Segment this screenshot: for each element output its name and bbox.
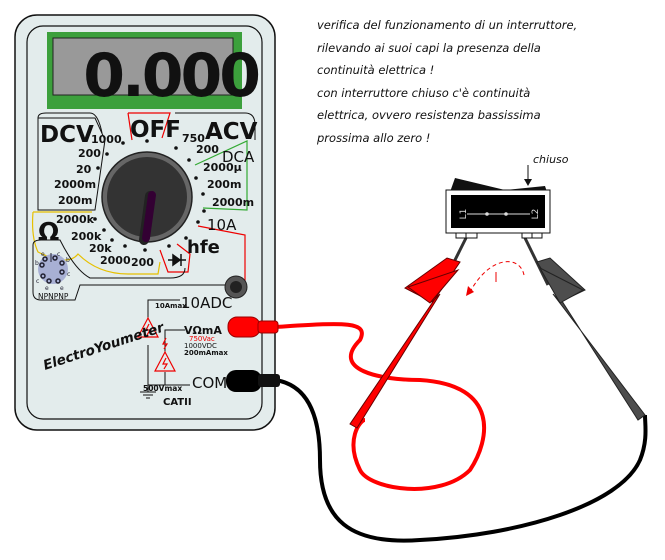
- pin-label: c: [36, 278, 39, 285]
- range-dcv-200m: 200m: [58, 194, 92, 207]
- lcd-screen: [52, 37, 234, 96]
- pin-label: e: [60, 285, 64, 292]
- range-dcv-2000m: 2000m: [54, 178, 96, 191]
- pin-label: b: [66, 257, 70, 264]
- pin-label: b: [35, 260, 39, 267]
- label-750vac: 750Vac: [189, 335, 215, 343]
- range-dcv-200: 200: [78, 147, 101, 160]
- rotary-selector-knob[interactable]: [101, 151, 193, 245]
- black-test-lead[interactable]: [226, 237, 648, 543]
- range-acv-750: 750: [182, 132, 205, 145]
- range-dcv-1000: 1000: [91, 133, 122, 146]
- label-catii: CATII: [163, 397, 192, 408]
- transistor-socket[interactable]: e b c b c e c e NPNPNP: [35, 251, 70, 301]
- label-1000vdc: 1000VDC: [184, 342, 217, 350]
- label-ohm: Ω: [38, 217, 59, 246]
- switch-state-label: chiuso: [533, 153, 569, 166]
- toggle-switch[interactable]: L1 L2: [445, 178, 551, 239]
- pin-label: c: [67, 271, 70, 278]
- range-dca-2000u: 2000µ: [203, 161, 242, 174]
- label-vohm-ma: VΩmA: [184, 324, 222, 337]
- label-com: COM: [192, 374, 227, 392]
- note-line: verifica del funzionamento di un interru…: [317, 18, 578, 32]
- multimeter: 0.000 DCV OFF ACV DCA Ω hfe 10A 1000 200…: [14, 14, 276, 431]
- label-10a: 10A: [207, 216, 237, 234]
- range-ohm-200k: 200k: [71, 230, 102, 243]
- label-dcv: DCV: [40, 122, 94, 148]
- label-200mamax: 200mAmax: [184, 349, 228, 357]
- explanation-note: verifica del funzionamento di un interru…: [317, 14, 617, 149]
- note-line: rilevando ai suoi capi la presenza della: [317, 40, 541, 55]
- note-line: elettrica, ovvero resistenza bassissima: [317, 108, 541, 122]
- switch-rocker[interactable]: [450, 178, 547, 192]
- label-hfe: hfe: [187, 237, 220, 258]
- note-line: prossima allo zero !: [317, 130, 431, 145]
- range-dca-2000m: 2000m: [212, 196, 254, 209]
- range-ohm-200: 200: [131, 256, 154, 269]
- note-line: continuità elettrica !: [317, 63, 435, 77]
- label-dca: DCA: [222, 148, 255, 166]
- range-dcv-20: 20: [76, 163, 92, 176]
- black-probe[interactable]: [523, 237, 646, 421]
- socket-label: NPNPNP: [38, 292, 69, 301]
- warning-high-voltage-icon: [137, 316, 176, 372]
- label-500vmax: 500Vmax: [143, 384, 182, 393]
- red-test-lead[interactable]: [227, 237, 486, 491]
- pin-label: e: [41, 251, 45, 258]
- range-ohm-2000k: 2000k: [56, 213, 95, 226]
- range-acv-200: 200: [196, 143, 219, 156]
- label-10adc: 10ADC: [181, 294, 232, 312]
- label-acv: ACV: [205, 119, 258, 145]
- label-10amax: 10Amax: [155, 302, 187, 310]
- display-reading: 0.000: [83, 41, 258, 111]
- terminal-label-l1: L1: [459, 209, 469, 220]
- range-dca-200m: 200m: [207, 178, 241, 191]
- diode-symbol-icon: [168, 253, 186, 267]
- range-ohm-20k: 20k: [89, 242, 112, 255]
- pin-label: c: [57, 251, 60, 258]
- note-line: con interruttore chiuso c'è continuità: [317, 85, 531, 100]
- jack-10a[interactable]: [224, 275, 248, 299]
- label-off: OFF: [130, 117, 181, 143]
- terminal-label-l2: L2: [531, 209, 541, 220]
- pin-label: e: [45, 285, 49, 292]
- red-probe[interactable]: [349, 237, 468, 429]
- rotation-hint-arrow-icon: [469, 261, 525, 293]
- range-ohm-2000: 2000: [100, 254, 131, 267]
